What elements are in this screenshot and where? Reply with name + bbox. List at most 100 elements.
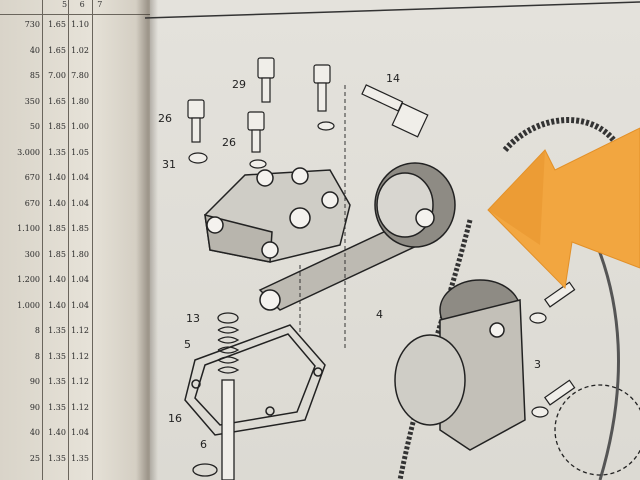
table-row: 8 1.35 1.12	[0, 352, 140, 366]
book-gutter	[136, 0, 158, 480]
table-cell: 1.35	[48, 147, 66, 157]
callout-26: 26	[222, 136, 236, 149]
tensioner-bolt-14	[361, 84, 429, 138]
table-cell: 730	[24, 20, 40, 29]
table-row: 730 1.65 1.10	[0, 20, 140, 34]
timing-chain	[502, 117, 640, 177]
table-cell: 7.00	[48, 71, 66, 80]
table-cell: 1.12	[71, 351, 89, 361]
table-cell: 1.04	[71, 173, 89, 182]
table-cell: 1.00	[71, 122, 89, 131]
table-column-divider	[92, 0, 93, 480]
spring-5	[217, 312, 240, 374]
table-cell: 1.65	[48, 45, 66, 55]
table-header-cell: 5	[62, 0, 68, 9]
table-cell: 25	[29, 453, 40, 463]
table-column-divider	[68, 0, 69, 480]
table-header: 5 6 7	[62, 0, 112, 9]
pulley	[374, 162, 456, 248]
callout-16: 16	[168, 412, 182, 425]
table-cell: 670	[24, 173, 40, 182]
gasket-16	[184, 324, 326, 436]
table-cell: 1.80	[71, 96, 89, 106]
table-cell: 1.40	[48, 198, 66, 208]
table-cell: 90	[29, 402, 40, 412]
table-cell: 1.35	[48, 351, 66, 361]
table-cell: 1.85	[48, 122, 66, 131]
table-row: 25 1.35 1.35	[0, 454, 140, 468]
arrow-shadow	[488, 150, 545, 245]
callout-6: 6	[200, 438, 207, 451]
gear-ring	[554, 384, 640, 476]
table-header-cell: 7	[97, 0, 103, 9]
table-cell: 300	[24, 249, 40, 259]
table-row: 1.200 1.40 1.04	[0, 275, 140, 289]
table-row: 350 1.65 1.80	[0, 97, 140, 111]
table-row: 90 1.35 1.12	[0, 403, 140, 417]
table-column-divider	[42, 0, 43, 480]
table-cell: 7.80	[71, 71, 89, 80]
table-cell: 1.85	[71, 224, 89, 233]
table-cell: 90	[29, 377, 40, 386]
plunger-6	[192, 379, 235, 480]
table-cell: 1.35	[71, 453, 89, 463]
bolt-center	[313, 64, 335, 131]
table-cell: 3.000	[17, 147, 40, 157]
chain-guide	[593, 239, 620, 480]
callout-4: 4	[376, 308, 383, 321]
callout-5: 5	[184, 338, 191, 351]
table-cell: 1.04	[71, 428, 89, 437]
table-cell: 1.85	[48, 224, 66, 233]
table-row: 85 7.00 7.80	[0, 71, 140, 85]
callout-26: 26	[158, 112, 172, 125]
table-row: 1.000 1.40 1.04	[0, 301, 140, 315]
table-header-rule	[0, 14, 150, 15]
table-cell: 1.35	[48, 377, 66, 386]
table-cell: 1.12	[71, 326, 89, 335]
table-cell: 1.35	[48, 402, 66, 412]
table-cell: 1.35	[48, 453, 66, 463]
callout-3: 3	[534, 358, 541, 371]
table-cell: 1.65	[48, 96, 66, 106]
table-cell: 40	[29, 428, 40, 437]
callout-31: 31	[162, 158, 176, 171]
bolt-right-lower	[531, 379, 576, 418]
table-cell: 1.100	[17, 224, 40, 233]
table-header-cell: 6	[79, 0, 85, 9]
table-cell: 1.35	[48, 326, 66, 335]
table-row: 90 1.35 1.12	[0, 377, 140, 391]
page-top-rule	[144, 1, 640, 19]
table-cell: 8	[34, 351, 40, 361]
tensioner-body	[204, 167, 351, 263]
bolt-26a	[187, 99, 208, 164]
table-cell: 1.40	[48, 275, 66, 284]
table-cell: 1.000	[17, 300, 40, 310]
table-cell: 8	[34, 326, 40, 335]
table-row: 8 1.35 1.12	[0, 326, 140, 340]
table-cell: 1.80	[71, 249, 89, 259]
table-cell: 1.40	[48, 428, 66, 437]
table-cell: 85	[29, 71, 40, 80]
table-cell: 350	[24, 96, 40, 106]
table-cell: 670	[24, 198, 40, 208]
table-cell: 1.12	[71, 402, 89, 412]
orange-arrow-sticker	[487, 127, 640, 290]
table-cell: 1.200	[17, 275, 40, 284]
table-cell: 1.04	[71, 275, 89, 284]
table-cell: 1.65	[48, 20, 66, 29]
callout-14: 14	[386, 72, 400, 85]
callout-29: 29	[232, 78, 246, 91]
table-cell: 1.12	[71, 377, 89, 386]
table-cell: 1.02	[71, 45, 89, 55]
table-cell: 1.04	[71, 300, 89, 310]
bolt-26b	[247, 111, 267, 169]
table-cell: 1.40	[48, 300, 66, 310]
table-cell: 1.10	[71, 20, 89, 29]
